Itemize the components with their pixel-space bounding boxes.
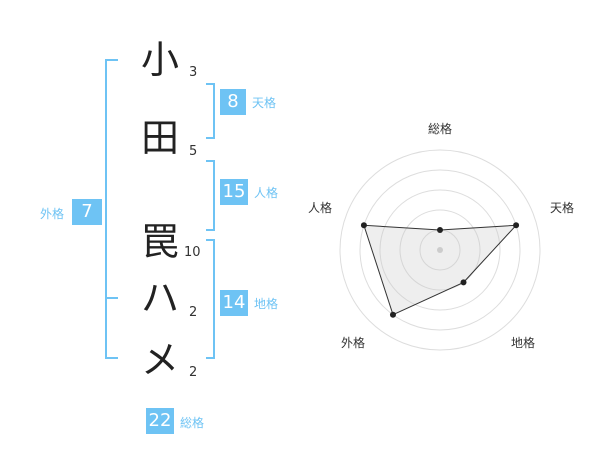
radar-chart	[339, 149, 541, 351]
radar-point-4	[389, 311, 396, 318]
radar-ring-4	[359, 169, 521, 331]
radar-label-chikaku: 地格	[511, 336, 536, 350]
tenkaku-label: 天格	[252, 96, 277, 110]
gaikaku-badge: 7	[72, 199, 102, 225]
radar-label-tenkaku: 天格	[550, 201, 575, 215]
name-char-2: 田	[140, 116, 179, 160]
chikaku-badge: 14	[220, 290, 248, 316]
radar-label-jinkaku: 人格	[308, 201, 333, 215]
name-char-1: 小	[140, 38, 179, 82]
radar-point-5	[360, 222, 367, 229]
jinkaku-label: 人格	[254, 186, 279, 200]
radar-center-dot	[437, 247, 443, 253]
radar-point-3	[460, 279, 467, 286]
jinkaku-badge: 15	[220, 179, 248, 205]
radar-ring-2	[399, 209, 481, 291]
stroke-count-5: 2	[189, 365, 198, 380]
soukaku-label: 総格	[180, 416, 205, 430]
name-char-3: 罠	[140, 220, 179, 264]
radar-point-1	[437, 227, 443, 233]
name-char-4: ハ	[140, 276, 179, 320]
radar-label-soukaku: 総格	[428, 122, 453, 136]
gaikaku-label: 外格	[40, 207, 65, 221]
name-char-5: メ	[140, 338, 179, 382]
radar-score-polygon	[363, 224, 518, 316]
stroke-count-1: 3	[189, 65, 198, 80]
chikaku-label: 地格	[254, 297, 279, 311]
stroke-count-4: 2	[189, 305, 198, 320]
stroke-count-3: 10	[184, 245, 201, 260]
soukaku-badge: 22	[146, 408, 174, 434]
radar-point-2	[513, 222, 520, 229]
radar-ring-3	[379, 189, 501, 311]
stroke-count-2: 5	[189, 144, 198, 159]
tenkaku-badge: 8	[220, 89, 246, 115]
radar-label-gaikaku: 外格	[341, 336, 366, 350]
radar-ring-5	[339, 149, 541, 351]
